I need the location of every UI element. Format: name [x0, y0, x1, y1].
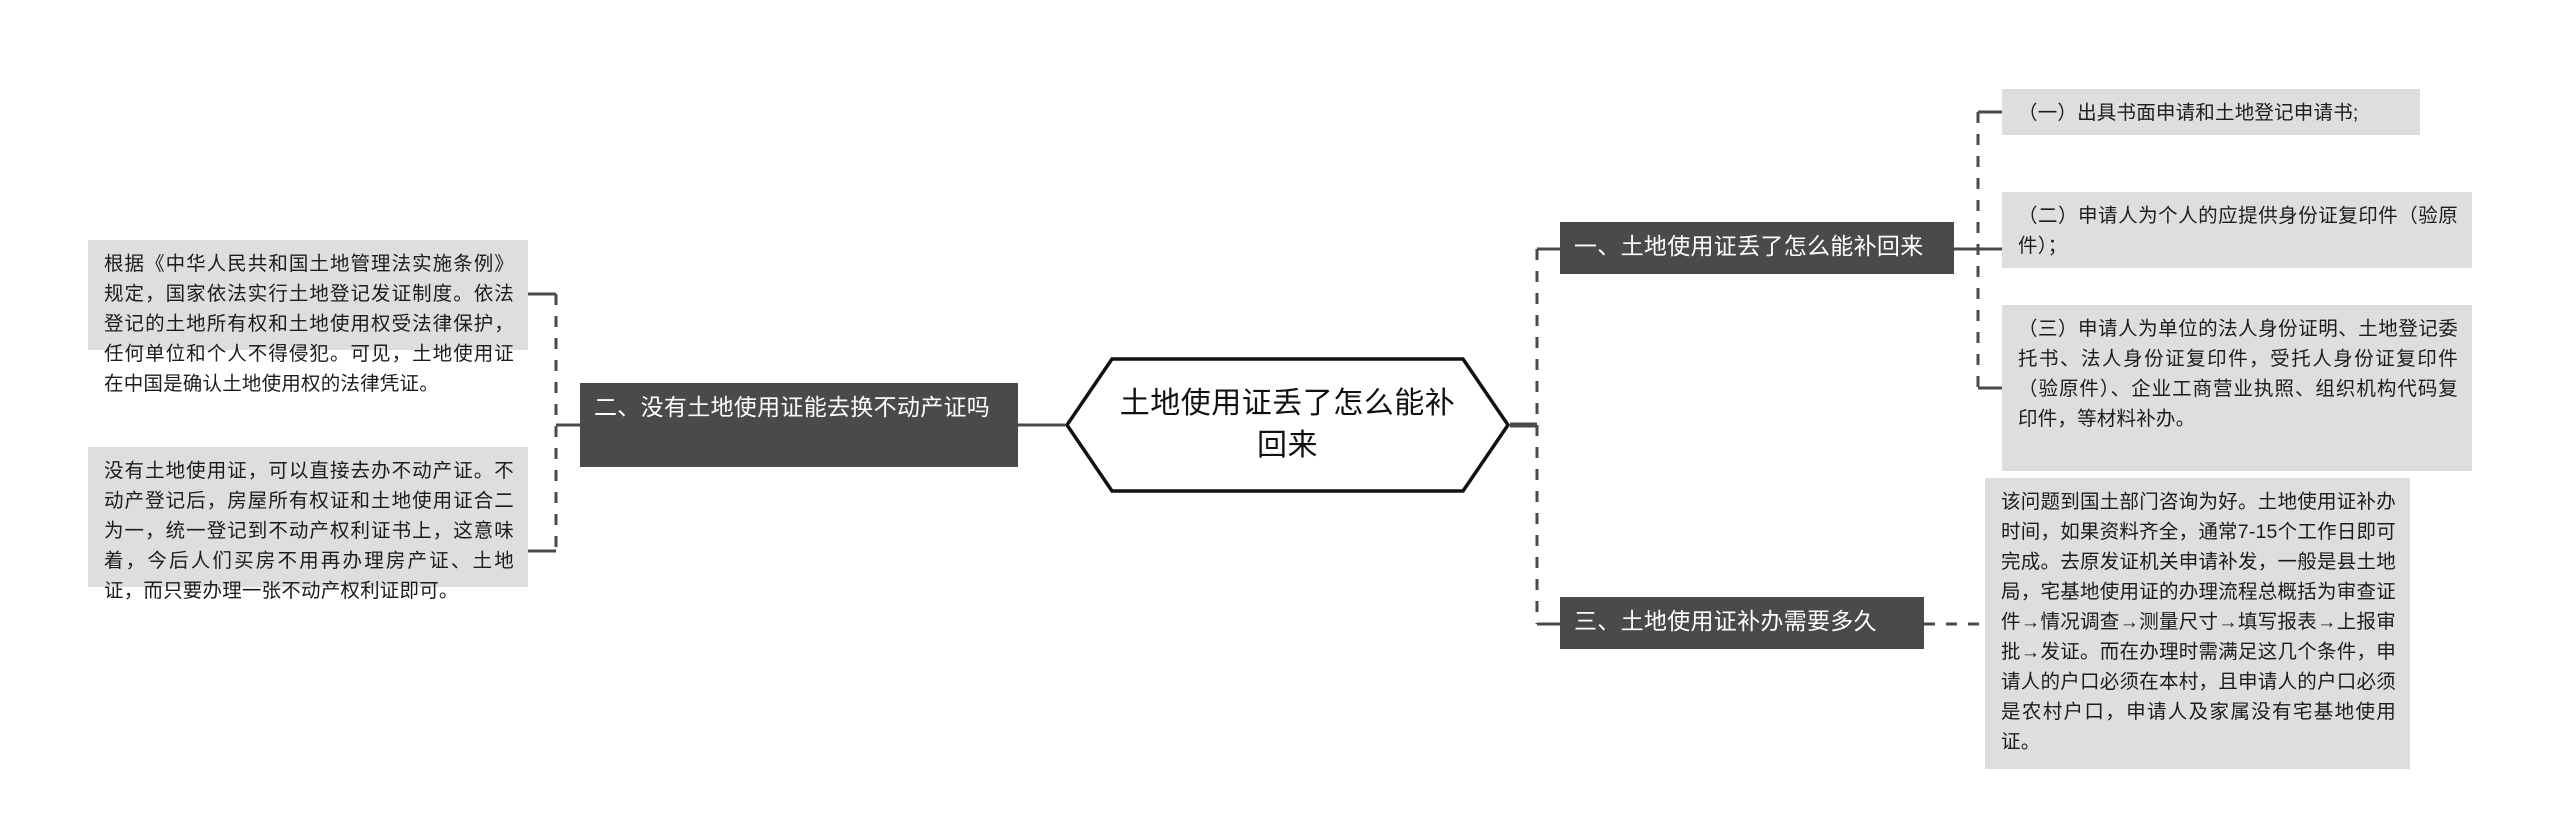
right-detail-box-1-2: （二）申请人为个人的应提供身份证复印件（验原件）； — [2002, 192, 2472, 268]
right-branch-node-3-label: 三、土地使用证补办需要多久 — [1574, 608, 1877, 634]
left-detail-box-2-text: 没有土地使用证，可以直接去办不动产证。不动产登记后，房屋所有权证和土地使用证合二… — [104, 460, 514, 602]
right-detail-box-3-1-text: 该问题到国土部门咨询为好。土地使用证补办时间，如果资料齐全，通常7-15个工作日… — [2001, 491, 2396, 753]
left-detail-box-1-text: 根据《中华人民共和国土地管理法实施条例》规定，国家依法实行土地登记发证制度。依法… — [104, 253, 514, 395]
center-node[interactable]: 土地使用证丢了怎么能补回来 — [1064, 357, 1511, 493]
left-detail-box-2: 没有土地使用证，可以直接去办不动产证。不动产登记后，房屋所有权证和土地使用证合二… — [88, 447, 528, 602]
right-branch-node-1[interactable]: 一、土地使用证丢了怎么能补回来 — [1560, 222, 1954, 274]
right-detail-box-1-1-text: （一）出具书面申请和土地登记申请书; — [2018, 102, 2359, 124]
left-branch-node-2[interactable]: 二、没有土地使用证能去换不动产证吗 — [580, 383, 1018, 467]
right-detail-box-1-3-text: （三）申请人为单位的法人身份证明、土地登记委托书、法人身份证复印件，受托人身份证… — [2018, 318, 2458, 430]
center-node-shape — [1064, 357, 1511, 493]
right-detail-box-1-3: （三）申请人为单位的法人身份证明、土地登记委托书、法人身份证复印件，受托人身份证… — [2002, 305, 2472, 471]
right-detail-box-1-2-text: （二）申请人为个人的应提供身份证复印件（验原件）； — [2018, 205, 2458, 257]
left-branch-node-2-label: 二、没有土地使用证能去换不动产证吗 — [594, 394, 991, 420]
left-detail-box-1: 根据《中华人民共和国土地管理法实施条例》规定，国家依法实行土地登记发证制度。依法… — [88, 240, 528, 395]
right-branch-node-3[interactable]: 三、土地使用证补办需要多久 — [1560, 597, 1924, 649]
right-detail-box-1-1: （一）出具书面申请和土地登记申请书; — [2002, 89, 2420, 135]
center-node-label: 土地使用证丢了怎么能补回来 — [1119, 387, 1456, 462]
right-branch-node-1-label: 一、土地使用证丢了怎么能补回来 — [1574, 233, 1924, 259]
right-detail-box-3-1: 该问题到国土部门咨询为好。土地使用证补办时间，如果资料齐全，通常7-15个工作日… — [1985, 478, 2410, 769]
